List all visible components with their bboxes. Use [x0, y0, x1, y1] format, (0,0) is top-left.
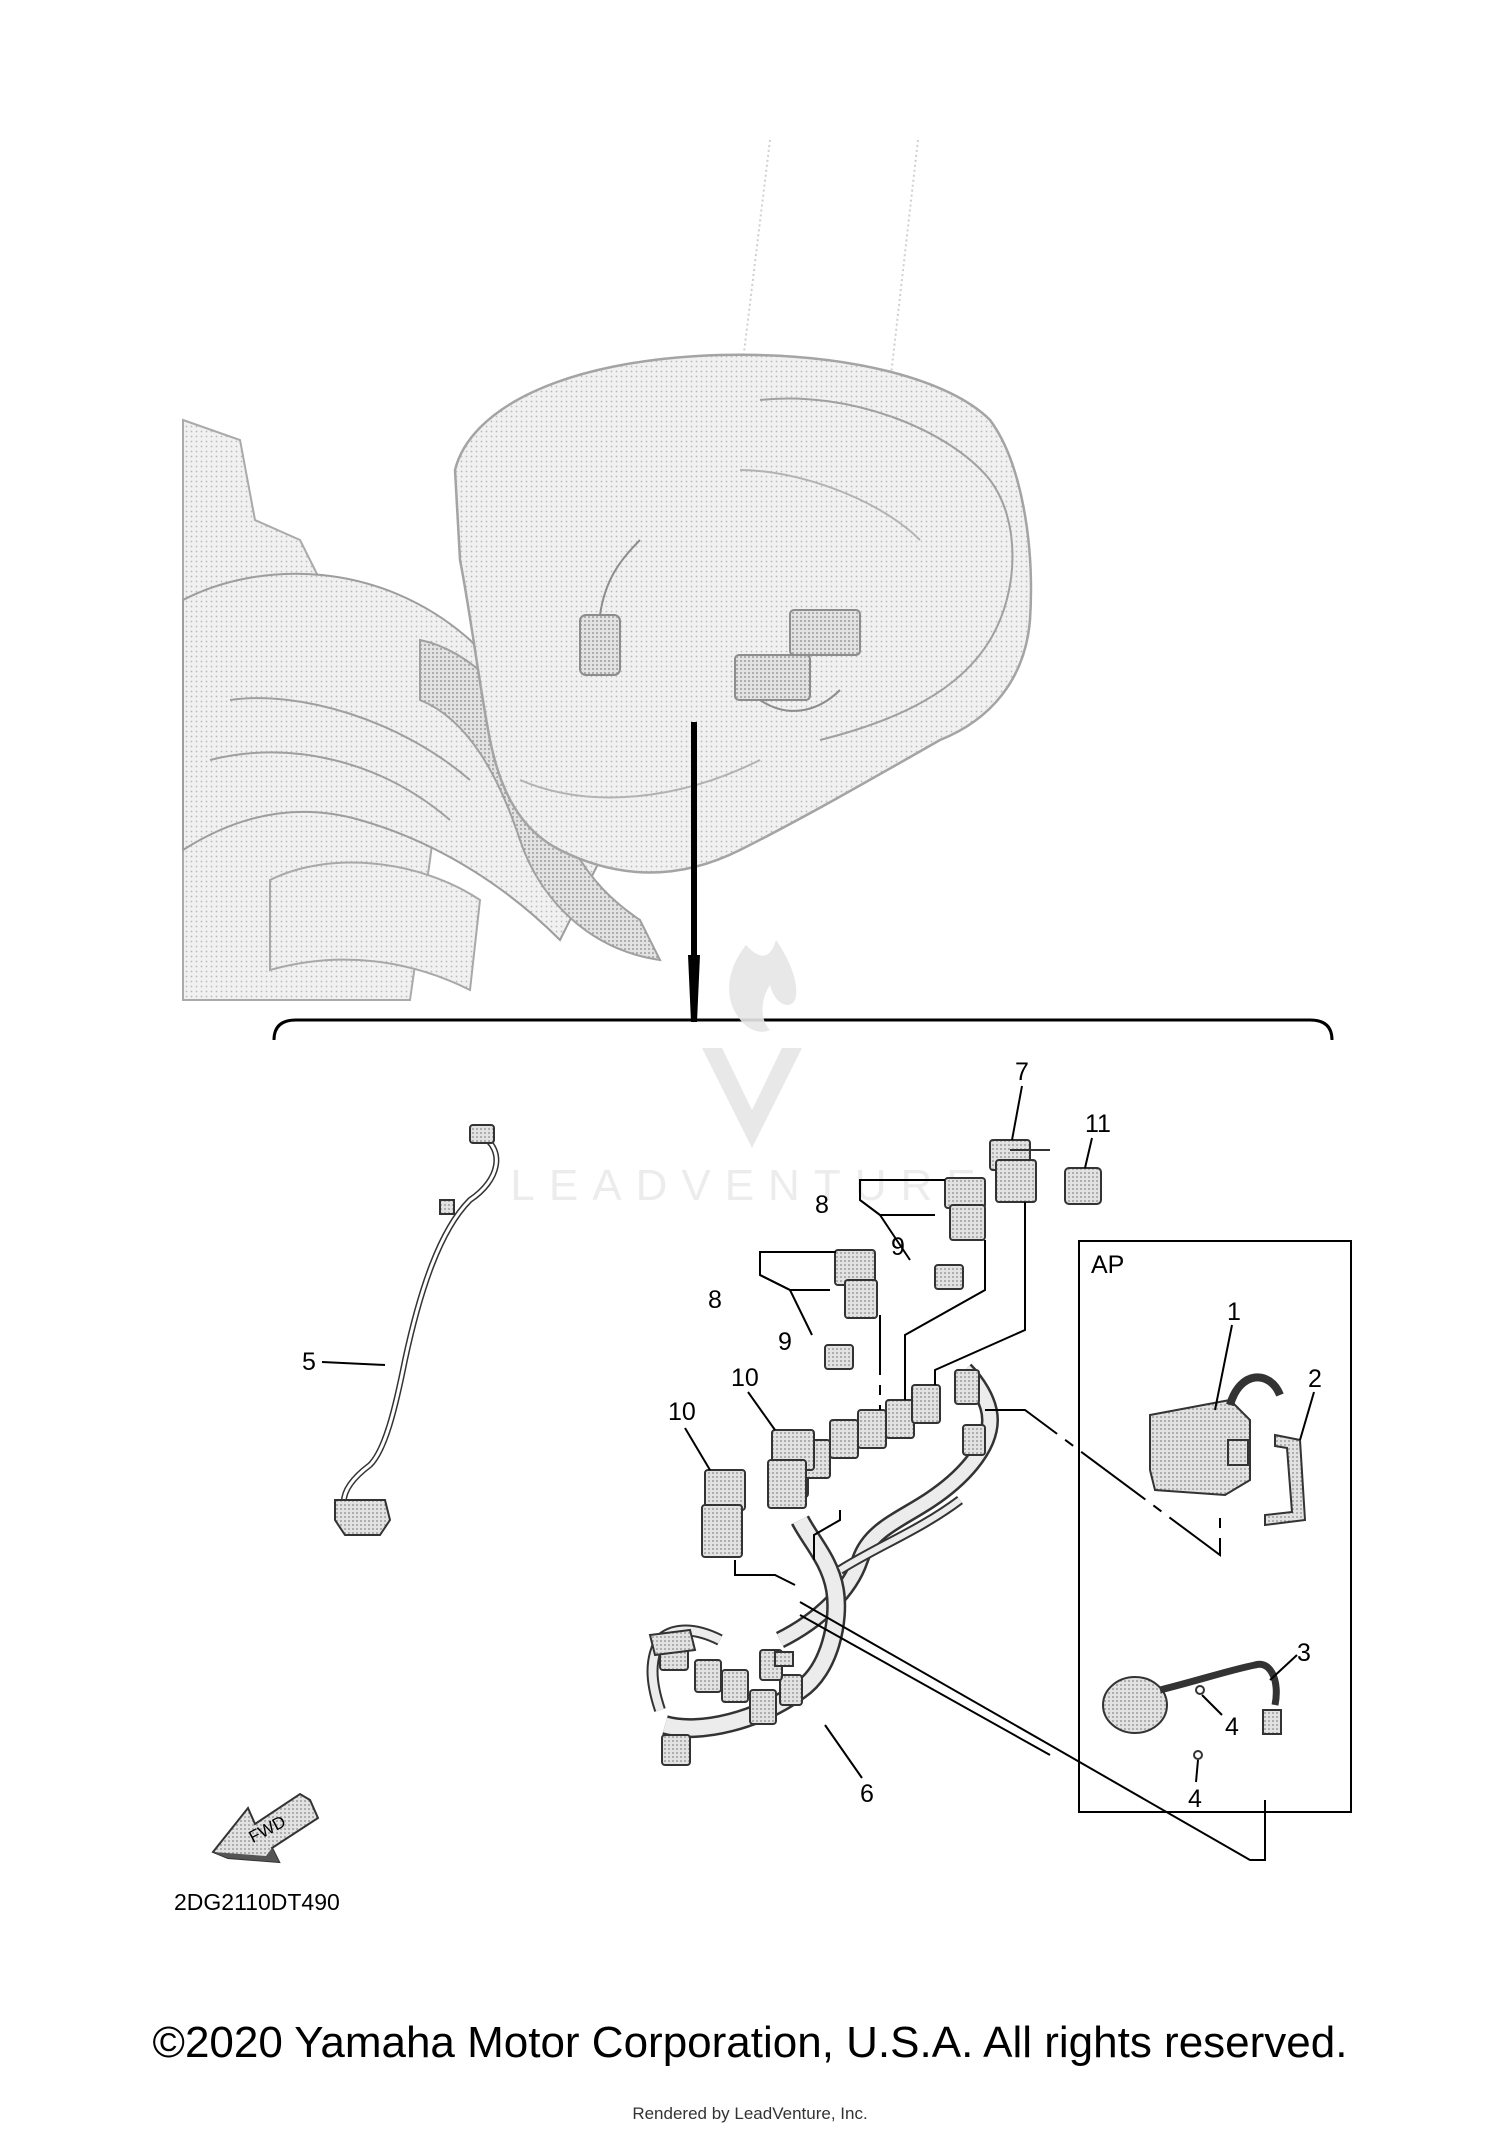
part-6-wire-harness	[646, 1363, 1000, 1766]
callout-5: 5	[302, 1348, 316, 1376]
part-7-connector	[989, 1139, 1050, 1203]
copyright-notice: ©2020 Yamaha Motor Corporation, U.S.A. A…	[152, 2018, 1348, 2067]
callout-11: 11	[1085, 1110, 1111, 1138]
motorcycle-overview	[182, 139, 1033, 1001]
rendered-by-notice: Rendered by LeadVenture, Inc.	[632, 2104, 868, 2123]
callout-4-a: 4	[1225, 1713, 1239, 1741]
callout-1: 1	[1227, 1298, 1241, 1326]
watermark-text: LEADVENTURE	[510, 1161, 989, 1210]
drawing-code: 2DG2110DT490	[174, 1889, 340, 1915]
callout-10-b: 10	[668, 1398, 696, 1426]
callout-10-a: 10	[731, 1364, 759, 1392]
callout-9-lower: 9	[778, 1328, 792, 1356]
watermark-logo	[702, 940, 802, 1148]
part-3-sensor	[1102, 1660, 1282, 1735]
part-9-lock-lower	[824, 1344, 854, 1370]
part-8-connector-lower	[834, 1249, 878, 1319]
part-10-connector-b	[701, 1469, 746, 1558]
part-8-connector-upper	[944, 1177, 986, 1241]
callout-2: 2	[1308, 1365, 1322, 1393]
callout-9-upper: 9	[891, 1233, 905, 1261]
callout-8-lower: 8	[708, 1286, 722, 1314]
part-2-bracket	[1264, 1433, 1307, 1527]
part-1-abs-sensor	[1149, 1373, 1284, 1497]
part-11-cap	[1064, 1167, 1102, 1205]
callout-8-upper: 8	[815, 1191, 829, 1219]
part-4-screws	[1193, 1685, 1205, 1760]
callout-3: 3	[1297, 1639, 1311, 1667]
callout-4-b: 4	[1188, 1785, 1202, 1813]
part-10-connector-a	[767, 1429, 815, 1509]
callout-6: 6	[860, 1780, 874, 1808]
part-5-lead-wire	[334, 1124, 500, 1536]
leader-lines	[734, 1179, 1266, 1861]
ap-box	[1078, 1240, 1352, 1813]
explode-bracket	[272, 1018, 1334, 1041]
fwd-arrow-icon	[211, 1792, 320, 1864]
ap-label: AP	[1091, 1251, 1124, 1279]
callout-7: 7	[1015, 1058, 1029, 1086]
part-9-lock-upper	[934, 1264, 964, 1290]
